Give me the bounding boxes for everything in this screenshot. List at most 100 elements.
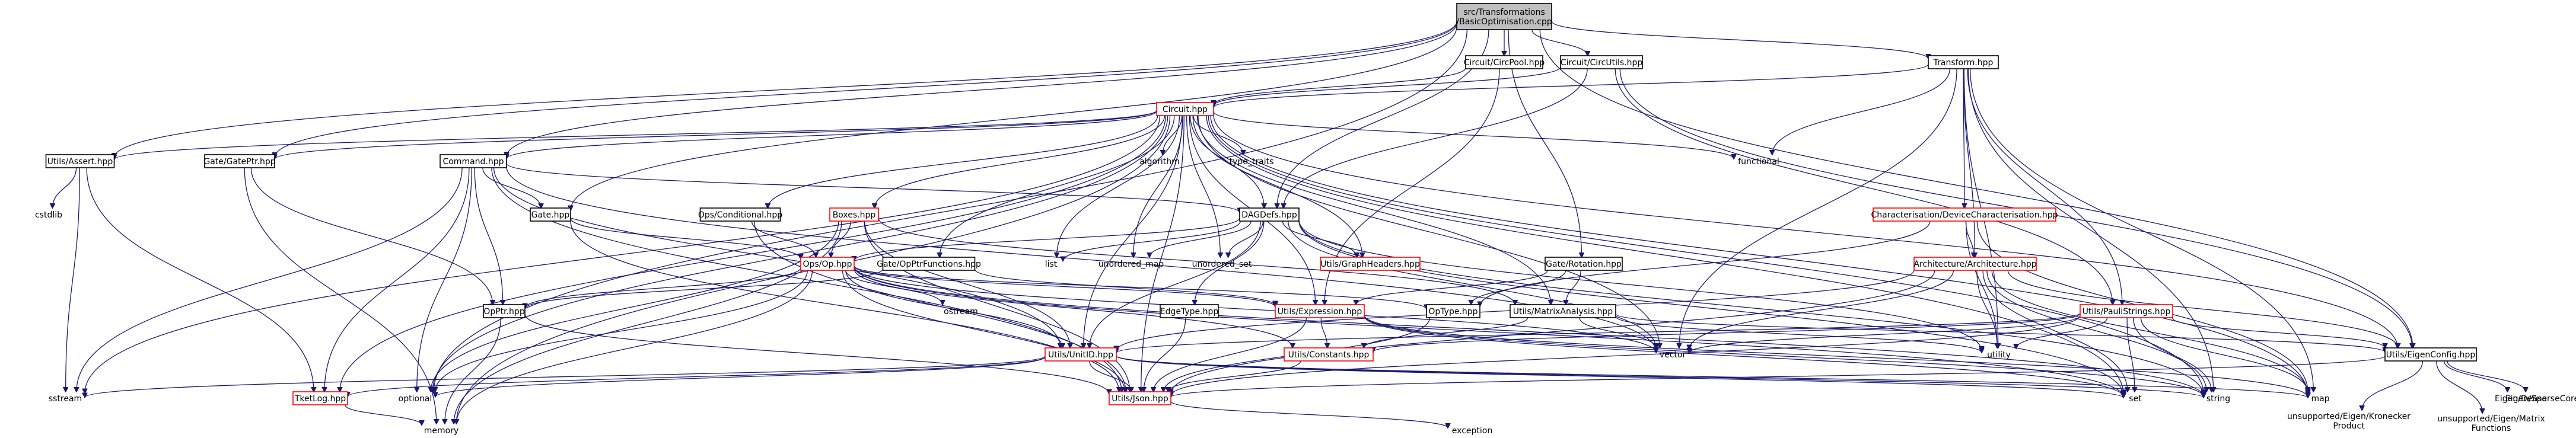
node-edgetype[interactable]: EdgeType.hpp xyxy=(1160,304,1219,318)
node-box-matrixanalysis xyxy=(1510,304,1616,318)
edge-root-to-assert xyxy=(114,21,1457,158)
node-utility: utility xyxy=(1987,350,2011,360)
edge-opsop-to-expression xyxy=(854,266,1275,306)
node-sstream: sstream xyxy=(49,394,82,404)
edge-paulistrings-to-set xyxy=(2126,317,2135,392)
edge-expression-to-set xyxy=(1364,315,2123,397)
edge-unitid-to-tketlog xyxy=(348,356,1046,397)
node-root[interactable]: src/Transformations/BasicOptimisation.cp… xyxy=(1456,3,1552,30)
node-label-memory: memory xyxy=(424,426,459,436)
node-box-constants xyxy=(1284,347,1374,362)
node-label-boxes: Boxes.hpp xyxy=(833,210,876,220)
node-tketlog[interactable]: TketLog.hpp xyxy=(292,391,348,405)
node-box-gaterotation xyxy=(1545,257,1623,271)
node-gate[interactable]: Gate.hpp xyxy=(530,207,571,222)
node-label-unordered_set: unordered_set xyxy=(1192,260,1252,269)
node-characterisation[interactable]: Characterisation/DeviceCharacterisation.… xyxy=(1871,207,2058,222)
node-dagdefs[interactable]: DAGDefs.hpp xyxy=(1239,207,1300,222)
node-circuit[interactable]: Circuit.hpp xyxy=(1156,102,1214,116)
edge-circutils-to-dagdefs xyxy=(1284,68,1588,208)
edge-boxes-to-opsop xyxy=(831,220,851,257)
edge-edgetype-to-json xyxy=(1144,317,1186,392)
edge-boxes-to-json xyxy=(864,220,1130,392)
edge-root-to-command xyxy=(507,23,1457,156)
node-optype[interactable]: OpType.hpp xyxy=(1426,304,1480,318)
edge-assert-to-cstdlib xyxy=(52,167,77,208)
node-label-matrixanalysis: Utils/MatrixAnalysis.hpp xyxy=(1513,307,1613,316)
edge-transform-to-circuit xyxy=(1214,64,1929,108)
node-box-graphheaders xyxy=(1320,257,1421,271)
node-eigenconfig[interactable]: Utils/EigenConfig.hpp xyxy=(2384,347,2477,362)
edge-circuit-to-list xyxy=(1057,115,1180,257)
node-boxes[interactable]: Boxes.hpp xyxy=(829,207,879,222)
edge-circuit-to-unordered_set xyxy=(1186,115,1221,257)
node-label-functional: functional xyxy=(1738,157,1779,167)
node-box-opsop xyxy=(800,257,855,271)
node-unitid[interactable]: Utils/UnitID.hpp xyxy=(1045,347,1117,362)
node-box-architecture xyxy=(1913,257,2037,271)
edge-root-to-gateptr xyxy=(275,22,1457,157)
node-circutils[interactable]: Circuit/CircUtils.hpp xyxy=(1560,55,1643,69)
node-json[interactable]: Utils/Json.hpp xyxy=(1109,391,1171,405)
edge-gateptr-to-memory xyxy=(244,167,437,424)
node-opsconditional[interactable]: Ops/Conditional.hpp xyxy=(698,207,782,222)
node-string: string xyxy=(2206,394,2230,404)
node-ostream: ostream xyxy=(944,307,978,316)
node-paulistrings[interactable]: Utils/PauliStrings.hpp xyxy=(2080,304,2173,318)
node-graphheaders[interactable]: Utils/GraphHeaders.hpp xyxy=(1320,257,1421,271)
node-box-eigenconfig xyxy=(2384,347,2477,362)
node-assert[interactable]: Utils/Assert.hpp xyxy=(45,154,115,168)
edge-paulistrings-to-string xyxy=(2132,317,2212,392)
node-label-circuit: Circuit.hpp xyxy=(1163,105,1208,114)
node-label-ostream: ostream xyxy=(944,307,978,316)
node-box-optype xyxy=(1426,304,1480,318)
node-matrixanalysis[interactable]: Utils/MatrixAnalysis.hpp xyxy=(1510,304,1616,318)
node-expression[interactable]: Utils/Expression.hpp xyxy=(1275,304,1365,318)
node-label-optional: optional xyxy=(399,394,432,404)
node-architecture[interactable]: Architecture/Architecture.hpp xyxy=(1913,257,2037,271)
edge-transform-to-architecture xyxy=(1963,68,1975,257)
edge-assert-to-tketlog xyxy=(86,167,314,392)
edge-paulistrings-to-constants xyxy=(1373,313,2081,352)
edge-opsop-to-unitid xyxy=(845,270,1063,348)
node-label-unitid: Utils/UnitID.hpp xyxy=(1048,350,1113,360)
node-opsop[interactable]: Ops/Op.hpp xyxy=(800,257,855,271)
node-command[interactable]: Command.hpp xyxy=(440,154,507,168)
edge-root-to-gaterotation xyxy=(1508,29,1581,257)
edge-root-to-gate xyxy=(571,26,1457,210)
edge-eigenconfig-to-eigensparse xyxy=(2447,360,2526,392)
node-label-opptr: OpPtr.hpp xyxy=(483,307,525,316)
node-optional: optional xyxy=(399,394,432,404)
node-list: list xyxy=(1045,260,1058,269)
edge-circuit-to-opsconditional xyxy=(768,115,1158,208)
edge-transform-to-functional xyxy=(1772,68,1950,155)
node-box-gate xyxy=(530,207,571,222)
edge-circuit-to-boxes xyxy=(874,115,1166,208)
node-box-circutils xyxy=(1560,55,1643,69)
edge-eigenconfig-to-eigendense xyxy=(2443,360,2508,392)
node-label-characterisation: Characterisation/DeviceCharacterisation.… xyxy=(1871,210,2058,220)
node-gateptr[interactable]: Gate/GatePtr.hpp xyxy=(203,154,276,168)
node-box-opptr xyxy=(483,304,526,318)
edge-opptr-to-json xyxy=(524,314,1109,394)
node-circpool[interactable]: Circuit/CircPool.hpp xyxy=(1464,55,1545,69)
node-gaterotation[interactable]: Gate/Rotation.hpp xyxy=(1545,257,1623,271)
node-gateopptr[interactable]: Gate/OpPtrFunctions.hpp xyxy=(877,257,981,271)
edge-circuit-to-optional xyxy=(432,115,1168,392)
edges-layer xyxy=(52,21,2526,428)
node-eigensparse: Eigen/SparseCore xyxy=(2505,394,2576,404)
node-constants[interactable]: Utils/Constants.hpp xyxy=(1284,347,1374,362)
edge-expression-to-json xyxy=(1154,317,1307,392)
edge-gateopptr-to-expression xyxy=(974,269,1276,305)
edge-circuit-to-command xyxy=(507,110,1157,159)
edge-architecture-to-vector xyxy=(1689,270,1954,350)
node-opptr[interactable]: OpPtr.hpp xyxy=(483,304,526,318)
node-label-map: map xyxy=(2311,394,2329,404)
edge-opsop-to-opptr xyxy=(525,267,801,308)
node-label-transform: Transform.hpp xyxy=(1933,58,1994,68)
edge-constants-to-json xyxy=(1168,360,1301,392)
node-transform[interactable]: Transform.hpp xyxy=(1928,55,1999,69)
